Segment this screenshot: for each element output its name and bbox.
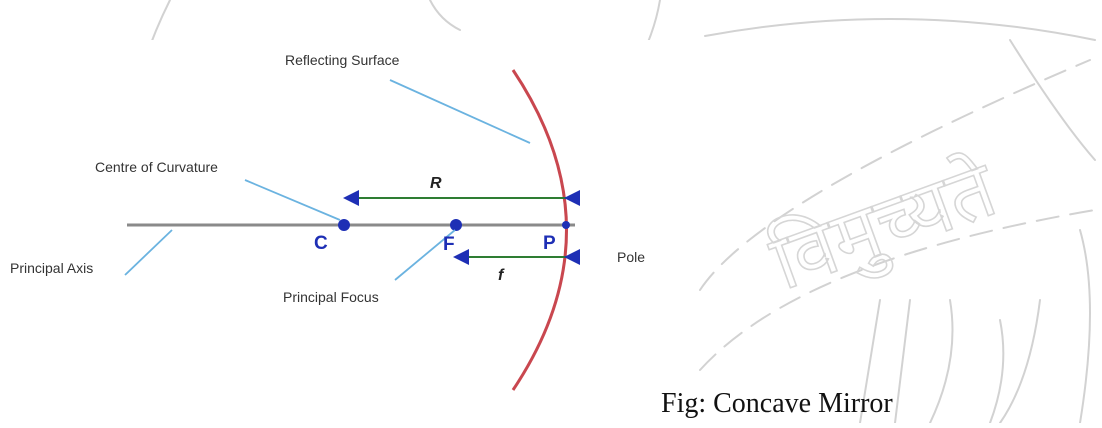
label-centre-of-curvature: Centre of Curvature <box>95 159 218 175</box>
point-c-dot <box>338 219 350 231</box>
leader-reflecting-surface <box>389 79 531 144</box>
figure-caption: Fig: Concave Mirror <box>661 388 893 419</box>
label-point-f: F <box>443 234 455 255</box>
label-reflecting-surface: Reflecting Surface <box>285 52 400 68</box>
mirror-surface <box>511 69 568 391</box>
label-point-c: C <box>314 233 328 254</box>
label-principal-focus: Principal Focus <box>283 289 379 305</box>
leader-principal-axis <box>124 229 173 276</box>
label-principal-axis: Principal Axis <box>10 260 93 276</box>
watermark-text: विमुच्यते <box>760 144 1010 310</box>
leader-principal-focus <box>394 229 456 281</box>
point-p-dot <box>562 221 570 229</box>
page-heading <box>0 0 700 26</box>
concave-mirror-diagram: Reflecting Surface Centre of Curvature P… <box>0 40 670 423</box>
label-point-p: P <box>543 233 556 254</box>
label-radius: R <box>430 175 442 192</box>
label-focal-length: f <box>498 267 505 284</box>
leader-centre-of-curvature <box>244 179 341 221</box>
label-pole: Pole <box>617 249 645 265</box>
diagram-svg: Reflecting Surface Centre of Curvature P… <box>10 52 645 391</box>
point-f-dot <box>450 219 462 231</box>
